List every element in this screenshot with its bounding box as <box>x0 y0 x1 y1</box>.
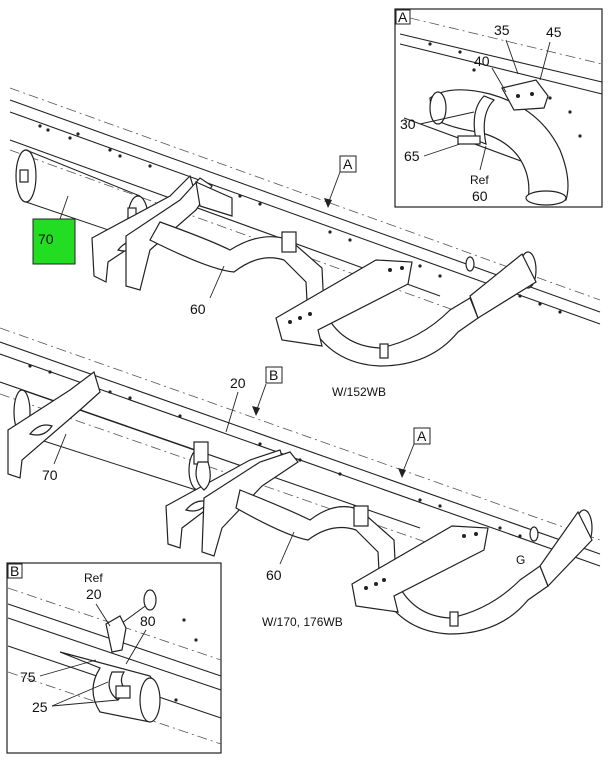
detail-b-letter: B <box>10 563 19 579</box>
detail-a-panel: A 35 45 40 30 65 Ref 60 <box>394 8 603 208</box>
lower-callout-20[interactable]: 20 <box>230 375 246 391</box>
lower-rail-holes <box>28 364 562 554</box>
detail-a-ref: Ref <box>470 173 489 187</box>
detail-b-callout-20[interactable]: 20 <box>86 586 102 602</box>
lower-callout-70[interactable]: 70 <box>42 467 58 483</box>
detail-a-callout-35[interactable]: 35 <box>494 22 510 38</box>
detail-b-ref: Ref <box>84 571 103 585</box>
upper-config-label: W/152WB <box>332 385 386 399</box>
detail-a-letter: A <box>398 9 408 25</box>
a-bracket-lower <box>351 525 539 613</box>
lower-view-b-letter[interactable]: B <box>269 367 278 383</box>
upper-callout-70[interactable]: 70 <box>38 231 54 247</box>
upper-callout-60[interactable]: 60 <box>190 301 206 317</box>
detail-b-holes <box>174 618 198 702</box>
detail-a-clamp <box>473 95 496 145</box>
lower-config-label: W/170, 176WB <box>262 615 343 629</box>
detail-a-holes <box>428 42 582 138</box>
detail-b-callout-80[interactable]: 80 <box>140 613 156 629</box>
lower-view-b-box[interactable] <box>265 366 283 384</box>
detail-a-callout-60[interactable]: 60 <box>472 188 488 204</box>
exhaust-pipe-60-upper <box>149 221 537 367</box>
detail-b-callout-25[interactable]: 25 <box>32 699 48 715</box>
detail-a-callout-45[interactable]: 45 <box>546 24 562 40</box>
hanger-brackets-upper <box>91 174 233 291</box>
upper-view-a-box[interactable] <box>339 155 357 173</box>
detail-b-callout-75[interactable]: 75 <box>20 669 36 685</box>
detail-a-callout-30[interactable]: 30 <box>400 116 416 132</box>
item-70-highlight[interactable] <box>32 218 76 265</box>
detail-b-panel: B Ref 20 80 75 25 <box>6 562 222 754</box>
lower-view-a-box[interactable] <box>413 427 431 445</box>
upper-view: 70 60 A W/152WB <box>9 87 601 399</box>
clamp-20-lower <box>193 441 211 491</box>
lower-callout-60[interactable]: 60 <box>266 567 282 583</box>
detail-a-callout-40[interactable]: 40 <box>474 53 490 69</box>
lower-view: G 20 70 60 B A W/170, 176WB <box>0 327 601 635</box>
hanger-brackets-lower <box>7 371 299 557</box>
a-bracket-upper <box>275 256 475 347</box>
upper-rail-holes <box>38 124 562 314</box>
detail-a-callout-65[interactable]: 65 <box>404 148 420 164</box>
detail-a-bracket-45 <box>501 79 549 111</box>
g-mark: G <box>516 553 525 567</box>
detail-b-clamp-20 <box>105 615 127 653</box>
upper-view-a-letter[interactable]: A <box>343 156 353 172</box>
lower-view-a-letter[interactable]: A <box>417 428 427 444</box>
